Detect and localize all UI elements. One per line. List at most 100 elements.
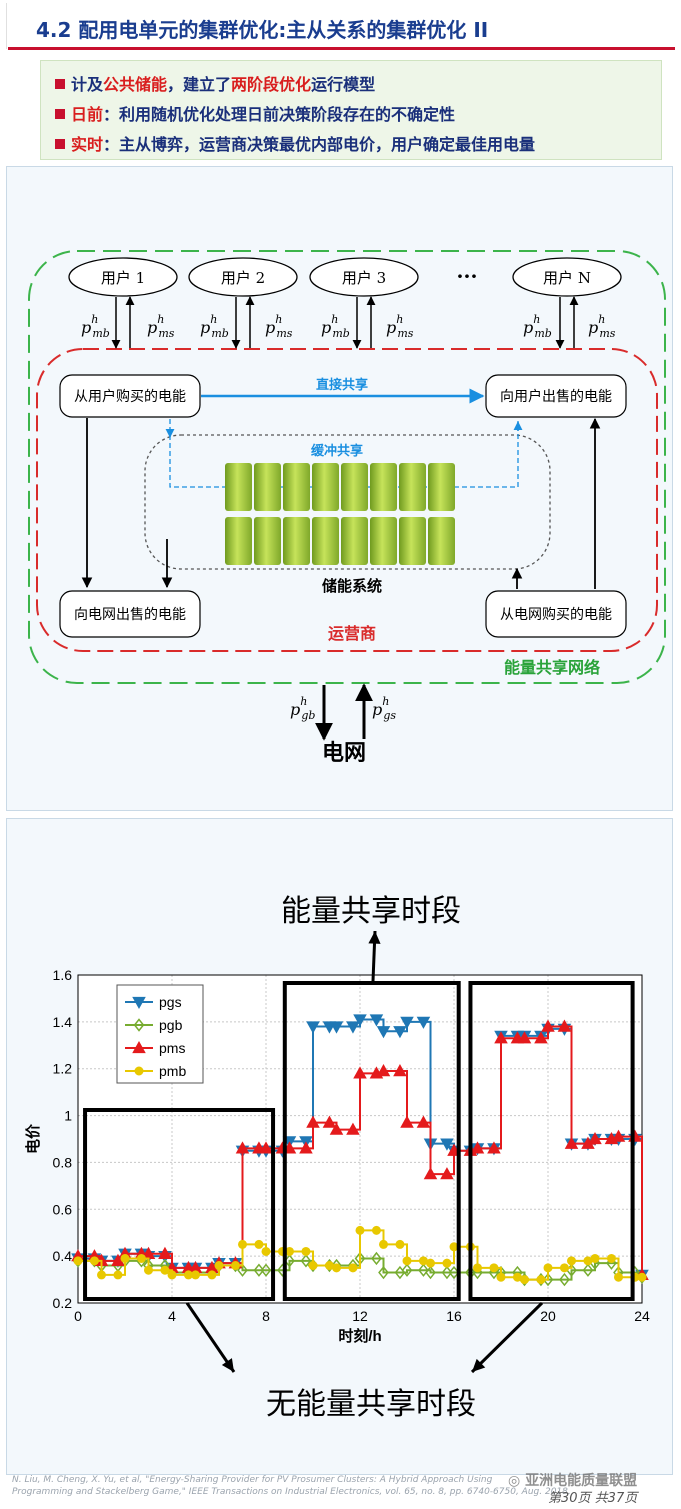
x-tick-label: 24 (634, 1308, 650, 1324)
bullet-1: 计及公共储能，建立了两阶段优化运行模型 (55, 71, 375, 95)
point-pmb (637, 1272, 647, 1282)
direct-share-label: 直接共享 (316, 377, 368, 393)
storage-label: 储能系统 (322, 577, 382, 595)
point-pmb (332, 1263, 341, 1273)
point-pmb (543, 1263, 553, 1273)
y-tick-label: 0.6 (53, 1201, 73, 1217)
svg-text:向用户出售的电能: 向用户出售的电能 (500, 388, 612, 405)
point-pgs (346, 1021, 360, 1034)
point-pmb (207, 1270, 217, 1280)
legend-label-pgs: pgs (159, 994, 182, 1010)
callout-arrow-top-head (368, 931, 381, 944)
x-tick-label: 16 (446, 1308, 462, 1324)
point-pmb (473, 1263, 482, 1273)
point-pmb (73, 1256, 83, 1266)
point-pgs (306, 1021, 320, 1034)
x-tick-label: 12 (352, 1308, 368, 1324)
point-pmb (254, 1239, 264, 1249)
point-pms (564, 1136, 579, 1149)
point-pmb (559, 1263, 569, 1273)
x-tick-label: 8 (262, 1308, 270, 1324)
point-pms (353, 1066, 367, 1079)
user-3-label: 用户 3 (342, 269, 386, 287)
point-pgb (401, 1263, 413, 1277)
point-pmb (191, 1270, 200, 1280)
y-tick-label: 0.8 (53, 1154, 73, 1170)
y-axis-label: 电价 (24, 1123, 42, 1154)
point-pgs (369, 1014, 384, 1027)
energy-sharing-network-boundary (28, 250, 666, 684)
point-pms (322, 1115, 337, 1128)
page-number: 第30页 共37页 (548, 1491, 638, 1506)
point-pgb (559, 1272, 570, 1287)
point-pmb (144, 1265, 153, 1275)
sharing-box-2 (468, 981, 635, 1301)
user-2: 用户 2 (188, 257, 298, 297)
legend-label-pmb: pmb (159, 1063, 186, 1079)
user-1-label: 用户 1 (101, 269, 145, 287)
point-pmb (442, 1258, 452, 1268)
point-pmb (214, 1261, 224, 1271)
point-pmb (402, 1256, 412, 1266)
point-pgs (329, 1021, 344, 1034)
point-pms (259, 1141, 273, 1154)
point-pms (111, 1253, 125, 1266)
callout-arrow-bottom-right-head (472, 1358, 486, 1372)
svg-text:从用户购买的电能: 从用户购买的电能 (74, 388, 186, 405)
header-divider (8, 47, 675, 50)
point-pgb (371, 1251, 382, 1266)
user-n-label: 用户 N (543, 269, 591, 287)
point-pms (299, 1141, 313, 1154)
point-pmb (590, 1253, 600, 1263)
bullet-square-icon (55, 109, 65, 119)
point-pgb (260, 1263, 272, 1277)
point-pgb (441, 1265, 453, 1280)
point-pmb (614, 1272, 623, 1282)
svg-text:从电网购买的电能: 从电网购买的电能 (500, 607, 612, 623)
citation-line-2: Programming and Stackelberg Game," IEEE … (12, 1487, 571, 1497)
point-pgb (300, 1254, 312, 1268)
watermark: ◎ 亚洲电能质量联盟 (508, 1473, 638, 1489)
operator-boundary (36, 348, 658, 652)
point-pms (393, 1064, 407, 1077)
point-pms (494, 1031, 508, 1044)
point-pgb (418, 1263, 429, 1277)
point-pmb (520, 1275, 529, 1285)
point-pms (517, 1031, 532, 1044)
point-pgs (416, 1016, 431, 1029)
callout-arrow-bottom-right (470, 1301, 544, 1374)
legend-label-pms: pms (159, 1040, 185, 1056)
x-tick-label: 4 (168, 1308, 176, 1324)
buffer-sharing-region (144, 434, 551, 570)
bullet-2: 日前：利用随机优化处理日前决策阶段存在的不确定性 (55, 101, 455, 125)
point-pms (470, 1141, 485, 1154)
point-pmb (136, 1253, 146, 1263)
battery-bank-icon (225, 463, 455, 565)
point-pms (329, 1122, 344, 1135)
citation-line-1: N. Liu, M. Cheng, X. Yu, et al, "Energy-… (12, 1475, 493, 1485)
sharing-period-callout: 能量共享时段 (281, 895, 461, 928)
point-pmb (160, 1265, 170, 1275)
point-pmb (301, 1246, 311, 1256)
point-pmb (371, 1225, 381, 1235)
point-pmb (536, 1275, 546, 1285)
y-tick-label: 1.4 (53, 1014, 73, 1030)
point-pms (557, 1019, 572, 1032)
point-pgs (440, 1138, 454, 1151)
citation: N. Liu, M. Cheng, X. Yu, et al, "Energy-… (12, 1474, 572, 1498)
svg-text:向电网出售的电能: 向电网出售的电能 (74, 607, 186, 623)
y-tick-label: 1.6 (53, 967, 73, 983)
point-pms (346, 1122, 360, 1135)
bullet-square-icon (55, 79, 65, 89)
point-pms (440, 1167, 454, 1180)
legend-label-pgb: pgb (159, 1017, 183, 1033)
point-pms (423, 1167, 438, 1180)
